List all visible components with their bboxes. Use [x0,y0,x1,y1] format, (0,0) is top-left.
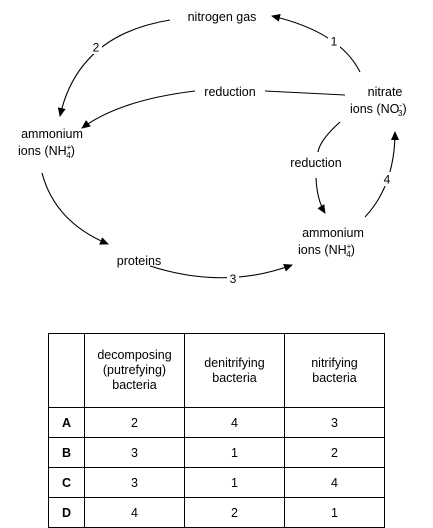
header-decomposing-line3: bacteria [112,378,157,392]
edge-label-reduction-right: reduction [290,156,341,170]
table-row-b[interactable]: B 3 1 2 [48,437,385,468]
table-row-d[interactable]: D 4 2 1 [48,497,385,528]
number-2-mask [90,40,102,54]
node-ammonium-right-line2: ions (NH+4) [298,242,355,259]
cell-nitrifying: 4 [284,467,385,498]
node-ammonium-left-line1: ammonium [21,127,83,141]
header-nitrifying-line2: bacteria [312,370,357,385]
number-4-mask [381,172,393,186]
node-nitrate-line1: nitrate [368,85,403,99]
process-number-1: 1 [331,35,338,49]
nitrogen-cycle-diagram: 1 2 3 4 nitrogen gas nitrate ions (NO-3)… [18,10,407,286]
process-number-4: 4 [384,173,391,187]
option-letter: B [48,437,85,468]
table-header-row: decomposing (putrefying) bacteria denitr… [48,333,385,408]
header-denitrifying-bacteria: denitrifying bacteria [184,333,285,408]
cell-decomposing: 3 [84,437,185,468]
header-nitrifying-line1: nitrifying [311,355,358,370]
header-decomposing-bacteria: decomposing (putrefying) bacteria [84,333,185,408]
cell-denitrifying: 4 [184,407,285,438]
cell-denitrifying: 1 [184,437,285,468]
arrow-ammonium-to-proteins [41,172,109,245]
arrow-proteins-to-ammonium [149,264,293,279]
arrow-nitrate-to-nitrogen [271,13,361,73]
node-ammonium-left-line2: ions (NH+4) [18,143,75,160]
edge-label-reduction-top: reduction [204,85,255,99]
cell-nitrifying: 3 [284,407,385,438]
process-number-3: 3 [230,272,237,286]
cell-decomposing: 2 [84,407,185,438]
header-blank [48,333,85,408]
header-denitrifying-line2: bacteria [212,370,257,385]
option-letter: A [48,407,85,438]
cell-denitrifying: 2 [184,497,285,528]
node-ammonium-right-line1: ammonium [302,226,364,240]
table-row-c[interactable]: C 3 1 4 [48,467,385,498]
arrow-reduction-top [82,90,346,128]
node-nitrate-line2: ions (NO-3) [350,101,407,118]
cell-decomposing: 4 [84,497,185,528]
node-nitrogen-gas: nitrogen gas [188,10,257,24]
arrow-reduction-right [315,121,341,213]
header-decomposing-line2: (putrefying) [102,363,167,377]
option-letter: C [48,467,85,498]
process-number-2: 2 [93,41,100,55]
header-denitrifying-line1: denitrifying [204,355,265,370]
option-letter: D [48,497,85,528]
cell-nitrifying: 2 [284,437,385,468]
node-proteins: proteins [117,254,161,268]
header-nitrifying-bacteria: nitrifying bacteria [284,333,385,408]
table-row-a[interactable]: A 2 4 3 [48,407,385,438]
cell-denitrifying: 1 [184,467,285,498]
answer-options-table: decomposing (putrefying) bacteria denitr… [48,333,385,528]
cell-decomposing: 3 [84,467,185,498]
cell-nitrifying: 1 [284,497,385,528]
header-decomposing-line1: decomposing [97,348,172,362]
arrow-nitrogen-to-ammonium [57,19,171,117]
number-1-mask [328,34,340,48]
number-3-mask [227,272,239,286]
